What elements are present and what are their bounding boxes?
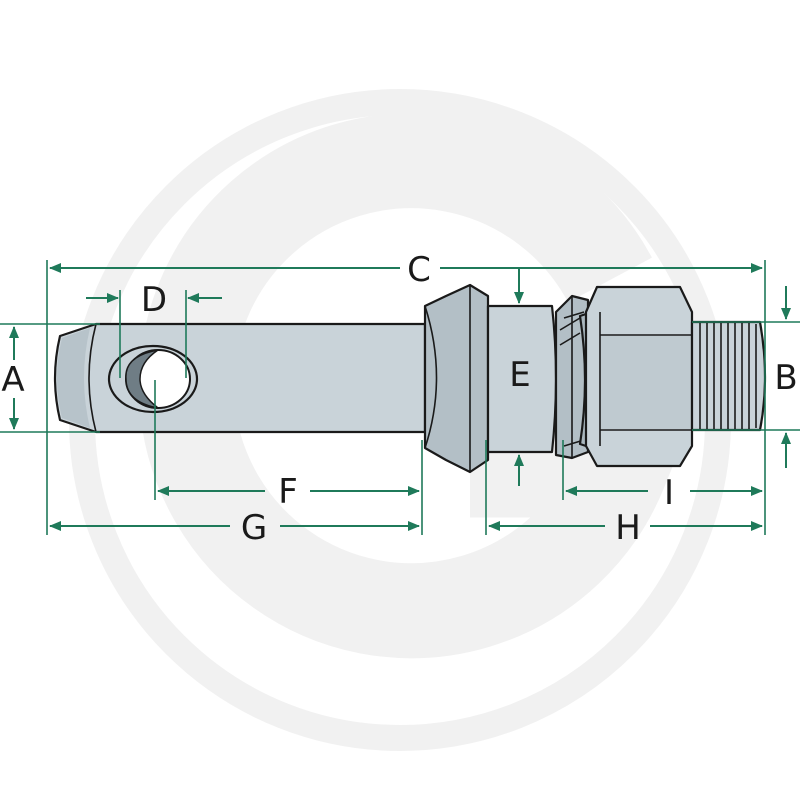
thread-lines (699, 322, 757, 430)
dimension-lines (9, 263, 791, 531)
label-h: H (615, 508, 641, 548)
hex-nut (584, 285, 694, 468)
cross-hole-shadow (125, 349, 159, 409)
label-c: C (407, 250, 431, 290)
lower-link-pin (53, 283, 767, 474)
label-d: D (141, 280, 167, 320)
hex-nut-face-shade (601, 336, 691, 429)
dimension-labels: A B C D E F G H I (1, 250, 797, 548)
collar (423, 283, 490, 474)
label-i: I (664, 473, 674, 513)
label-b: B (774, 358, 797, 398)
label-a: A (1, 360, 24, 400)
extension-lines (0, 260, 800, 535)
label-e: E (509, 355, 530, 395)
pin-tip-shade (57, 328, 90, 428)
label-f: F (278, 472, 298, 512)
label-g: G (241, 508, 267, 548)
